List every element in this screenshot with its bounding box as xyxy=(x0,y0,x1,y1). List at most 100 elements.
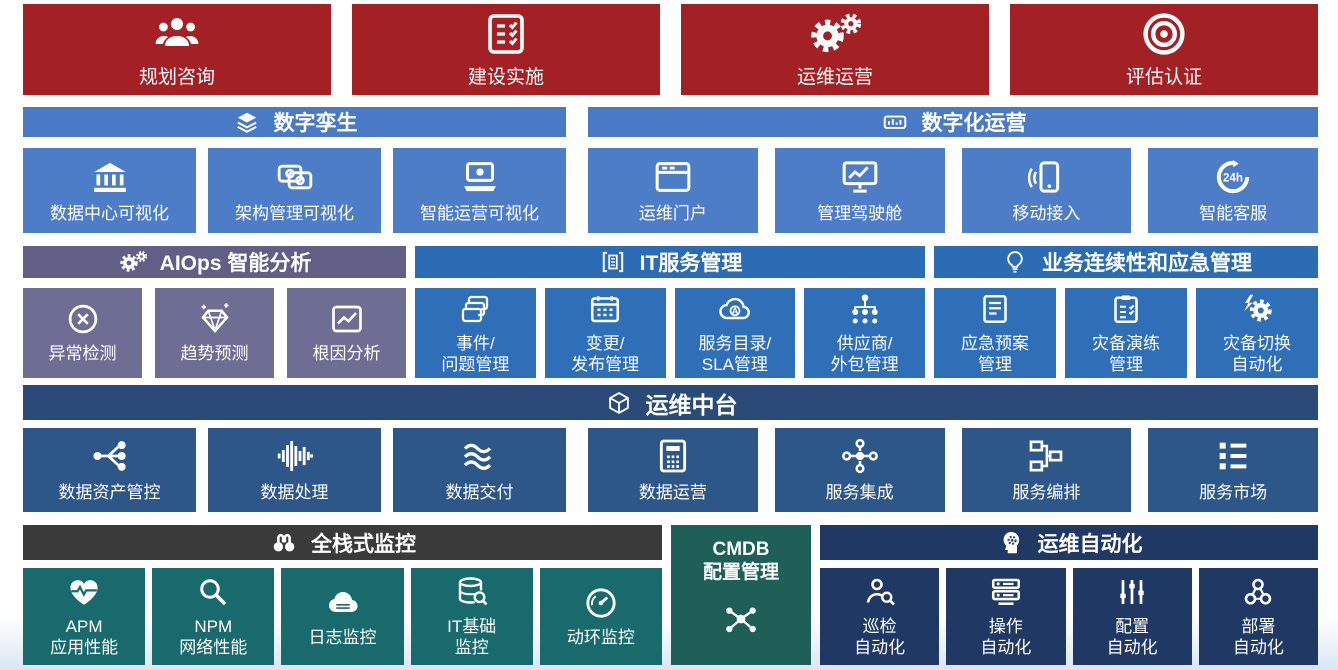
card-infrastructure-monitoring: IT基础 监控 xyxy=(410,568,533,665)
meter-icon xyxy=(880,109,910,135)
section-header-automation: 运维自动化 xyxy=(820,525,1318,560)
infrastructure-database-icon xyxy=(451,574,493,610)
card-label: 运维门户 xyxy=(638,203,707,223)
data-asset-share-icon xyxy=(87,436,133,476)
card-log-monitoring: 日志监控 xyxy=(281,568,404,665)
card-label: 服务市场 xyxy=(1199,483,1268,503)
deploy-boxes-icon xyxy=(1237,574,1279,610)
card-vendor-outsourcing: 供应商/ 外包管理 xyxy=(804,288,925,378)
card-inspection-automation: 巡检 自动化 xyxy=(820,568,940,665)
card-npm: NPM 网络性能 xyxy=(152,568,275,665)
block-operations: 运维运营 xyxy=(681,4,989,95)
gears-icon xyxy=(807,10,863,58)
inspection-icon xyxy=(859,574,901,610)
card-deploy-automation: 部署 自动化 xyxy=(1198,568,1318,665)
card-label: 事件/ 问题管理 xyxy=(441,333,510,374)
block-label: 建设实施 xyxy=(467,66,544,88)
card-label: 架构管理可视化 xyxy=(235,203,354,223)
section-title: 数字孪生 xyxy=(273,112,358,135)
section-header-itsm: IT服务管理 xyxy=(415,246,925,278)
card-label: 动环监控 xyxy=(566,627,635,647)
section-header-digital-twin: 数字孪生 xyxy=(23,107,566,137)
failover-gear-bolt-icon xyxy=(1236,291,1278,327)
section-title: 运维中台 xyxy=(645,391,738,418)
card-label: 日志监控 xyxy=(308,627,377,647)
card-label: APM 应用性能 xyxy=(50,617,119,657)
monitoring-section: 全栈式监控 APM 应用性能 NPM 网络性能 日志监控 IT基础 监控 xyxy=(23,525,663,665)
card-catalog-sla: 服务目录/ SLA管理 xyxy=(674,288,796,378)
digital-twin-group: 数据中心可视化 架构管理可视化 智能运营可视化 xyxy=(23,148,566,233)
cmdb-block: CMDB 配置管理 xyxy=(671,525,811,665)
catalog-cloud-icon xyxy=(714,291,756,327)
card-label: 供应商/ 外包管理 xyxy=(830,333,899,374)
card-label: 数据交付 xyxy=(445,483,514,503)
mobile-signal-icon xyxy=(1023,157,1069,197)
card-label: 变更/ 发布管理 xyxy=(571,333,640,374)
data-group: 数据资产管控 数据处理 数据交付 xyxy=(23,428,566,512)
root-cause-chart-icon xyxy=(326,301,368,337)
target-icon xyxy=(1136,10,1192,58)
card-data-processing: 数据处理 xyxy=(208,428,381,512)
section-title: 全栈式监控 xyxy=(311,532,416,556)
card-service-marketplace: 服务市场 xyxy=(1148,428,1318,512)
cube-icon xyxy=(604,390,634,416)
vendor-org-icon xyxy=(844,291,886,327)
card-label: 数据处理 xyxy=(260,483,329,503)
orchestration-flow-icon xyxy=(1023,436,1069,476)
monitoring-cards: APM 应用性能 NPM 网络性能 日志监控 IT基础 监控 动环监控 xyxy=(23,568,663,665)
card-incident-problem: 事件/ 问题管理 xyxy=(415,288,536,378)
apm-heart-pulse-icon xyxy=(63,574,105,610)
card-label: 灾备切换 自动化 xyxy=(1223,333,1291,374)
drill-clipboard-icon xyxy=(1105,291,1147,327)
digital-operation-group: 运维门户 管理驾驶舱 移动接入 智能客服 xyxy=(588,148,1318,233)
visualization-cards-row: 数据中心可视化 架构管理可视化 智能运营可视化 运维门户 管理驾驶舱 xyxy=(23,148,1318,233)
card-apm: APM 应用性能 xyxy=(23,568,146,665)
plan-document-icon xyxy=(974,291,1016,327)
card-label: 部署 自动化 xyxy=(1232,617,1284,657)
log-cloud-icon xyxy=(322,585,364,621)
card-service-orchestration: 服务编排 xyxy=(961,428,1132,512)
card-label: 根因分析 xyxy=(312,344,381,364)
automation-cards: 巡检 自动化 操作 自动化 配置 自动化 部署 自动化 xyxy=(820,568,1318,665)
checklist-icon xyxy=(478,10,534,58)
card-service-integration: 服务集成 xyxy=(774,428,945,512)
operation-server-icon xyxy=(985,574,1027,610)
card-operations-portal: 运维门户 xyxy=(588,148,758,233)
lifecycle-row: 规划咨询 建设实施 运维运营 评估认证 xyxy=(23,4,1318,95)
layers-icon xyxy=(232,109,262,135)
block-label: 评估认证 xyxy=(1125,66,1202,88)
card-data-delivery: 数据交付 xyxy=(393,428,566,512)
card-operation-automation: 操作 自动化 xyxy=(946,568,1066,665)
card-config-automation: 配置 自动化 xyxy=(1072,568,1192,665)
section-header-aiops: AIOps 智能分析 xyxy=(23,246,406,278)
card-label: 配置 自动化 xyxy=(1106,617,1158,657)
data-waves-icon xyxy=(457,436,503,476)
trend-gem-icon xyxy=(194,301,236,337)
binoculars-icon xyxy=(269,530,299,556)
card-label: 异常检测 xyxy=(48,344,117,364)
card-label: 数据运营 xyxy=(638,483,707,503)
card-data-asset-control: 数据资产管控 xyxy=(23,428,196,512)
data-waveform-icon xyxy=(272,436,318,476)
section-title: IT服务管理 xyxy=(639,252,743,275)
card-label: 管理驾驶舱 xyxy=(817,203,903,223)
card-label: 巡检 自动化 xyxy=(854,617,906,657)
bulb-icon xyxy=(1000,249,1030,275)
card-facility-monitoring: 动环监控 xyxy=(539,568,663,665)
card-label: NPM 网络性能 xyxy=(179,617,248,657)
block-label: 运维运营 xyxy=(796,66,873,88)
marketplace-list-icon xyxy=(1210,436,1256,476)
card-label: 移动接入 xyxy=(1012,203,1081,223)
card-dr-failover: 灾备切换 自动化 xyxy=(1196,288,1318,378)
card-label: 趋势预测 xyxy=(180,344,249,364)
card-trend-prediction: 趋势预测 xyxy=(155,288,274,378)
data-calculator-icon xyxy=(650,436,696,476)
card-label: 服务编排 xyxy=(1012,483,1081,503)
cmdb-molecule-icon xyxy=(718,599,764,639)
datacenter-icon xyxy=(87,157,133,197)
change-calendar-icon xyxy=(584,291,626,327)
card-mobile-access: 移动接入 xyxy=(961,148,1132,233)
card-label: 智能运营可视化 xyxy=(420,203,539,223)
anomaly-circle-x-icon xyxy=(62,301,104,337)
card-label: 智能客服 xyxy=(1199,203,1268,223)
